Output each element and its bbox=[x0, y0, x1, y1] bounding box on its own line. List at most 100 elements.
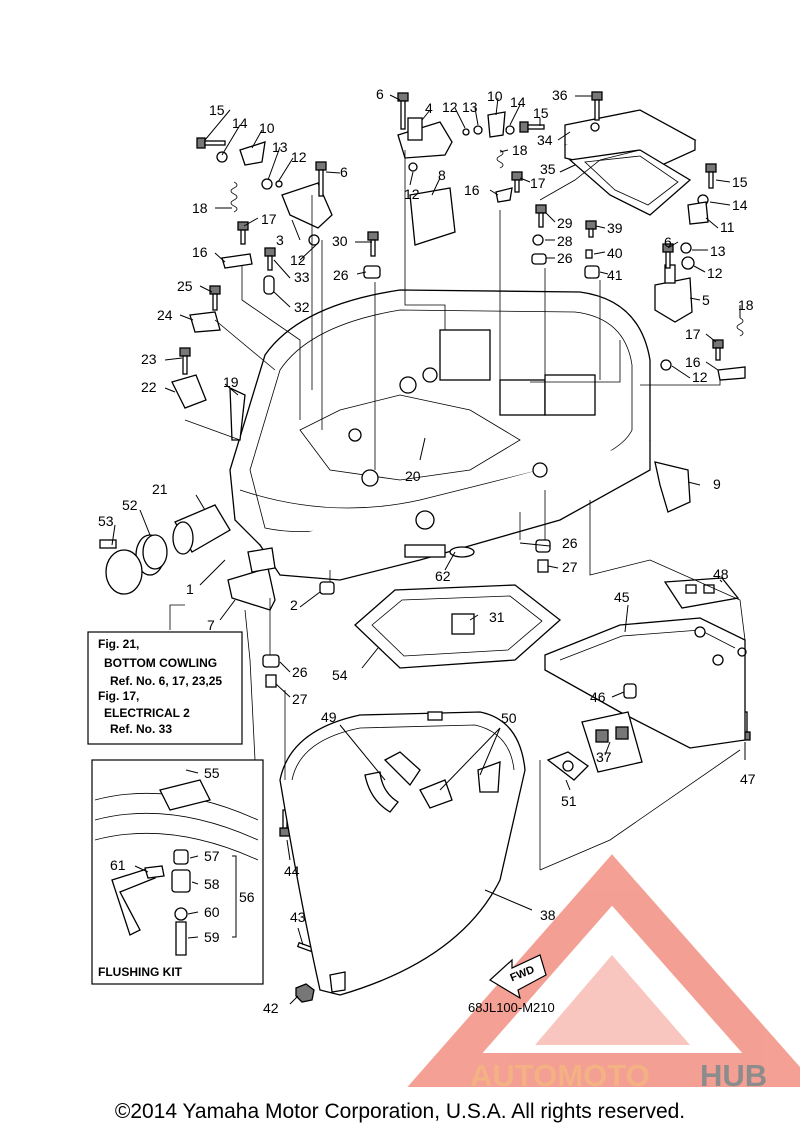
callout-43: 43 bbox=[290, 909, 306, 925]
callout-46: 46 bbox=[590, 689, 606, 705]
callout-33: 33 bbox=[294, 269, 310, 285]
callout-6: 6 bbox=[664, 234, 672, 250]
small-hardware bbox=[171, 111, 746, 688]
cover-7 bbox=[227, 547, 276, 611]
callout-42: 42 bbox=[263, 1000, 279, 1016]
callout-10: 10 bbox=[259, 120, 275, 136]
callout-52: 52 bbox=[122, 497, 138, 513]
callout-3: 3 bbox=[276, 232, 284, 248]
callout-18: 18 bbox=[512, 142, 528, 158]
bottom-cowling bbox=[229, 289, 651, 581]
callout-30: 30 bbox=[332, 233, 348, 249]
callout-58: 58 bbox=[204, 876, 220, 892]
callout-15: 15 bbox=[533, 105, 549, 121]
callout-13: 13 bbox=[272, 139, 288, 155]
callout-16: 16 bbox=[464, 182, 480, 198]
pad-48 bbox=[663, 577, 740, 609]
reference-box bbox=[87, 631, 243, 745]
callout-32: 32 bbox=[294, 299, 310, 315]
ref-line-4: Fig. 17, bbox=[98, 689, 139, 703]
callout-55: 55 bbox=[204, 765, 220, 781]
callout-11: 11 bbox=[720, 219, 735, 235]
callout-56: 56 bbox=[239, 889, 255, 905]
callout-26: 26 bbox=[292, 664, 308, 680]
callout-38: 38 bbox=[540, 907, 556, 923]
callout-22: 22 bbox=[141, 379, 157, 395]
callout-39: 39 bbox=[607, 220, 623, 236]
callout-44: 44 bbox=[284, 863, 300, 879]
watermark-text: AUTOMOTO HUB bbox=[470, 1058, 767, 1093]
callout-62: 62 bbox=[435, 568, 451, 584]
callout-28: 28 bbox=[557, 233, 573, 249]
callout-18: 18 bbox=[738, 297, 754, 313]
callout-40: 40 bbox=[607, 245, 623, 261]
callout-8: 8 bbox=[438, 167, 446, 183]
callout-48: 48 bbox=[713, 566, 729, 582]
watermark-brand-b: HUB bbox=[700, 1058, 767, 1093]
callout-26: 26 bbox=[557, 250, 573, 266]
callout-24: 24 bbox=[157, 307, 173, 323]
callout-29: 29 bbox=[557, 215, 573, 231]
callout-13: 13 bbox=[710, 243, 726, 259]
callout-12: 12 bbox=[707, 265, 723, 281]
callout-7: 7 bbox=[207, 617, 215, 633]
callout-35: 35 bbox=[540, 161, 556, 177]
callout-15: 15 bbox=[732, 174, 748, 190]
grommet-51 bbox=[546, 751, 590, 781]
callout-15: 15 bbox=[209, 102, 225, 118]
callout-50: 50 bbox=[501, 710, 517, 726]
callout-20: 20 bbox=[405, 468, 421, 484]
callout-31: 31 bbox=[489, 609, 505, 625]
callout-12: 12 bbox=[404, 186, 420, 202]
ref-line-6: Ref. No. 33 bbox=[110, 722, 172, 736]
watermark-brand-a: AUTOMOTO bbox=[470, 1058, 650, 1093]
callout-61: 61 bbox=[110, 857, 126, 873]
bracket-45 bbox=[544, 617, 747, 749]
callout-12: 12 bbox=[442, 99, 458, 115]
callout-47: 47 bbox=[740, 771, 756, 787]
plug-46 bbox=[623, 683, 637, 699]
callout-23: 23 bbox=[141, 351, 157, 367]
callout-6: 6 bbox=[340, 164, 348, 180]
callout-59: 59 bbox=[204, 929, 220, 945]
callout-17: 17 bbox=[530, 175, 546, 191]
callout-37: 37 bbox=[596, 749, 612, 765]
callout-34: 34 bbox=[537, 132, 553, 148]
callout-18: 18 bbox=[192, 200, 208, 216]
callout-12: 12 bbox=[692, 369, 708, 385]
callout-26: 26 bbox=[333, 267, 349, 283]
callout-51: 51 bbox=[561, 793, 577, 809]
callout-10: 10 bbox=[487, 88, 503, 104]
callout-27: 27 bbox=[562, 559, 578, 575]
callout-14: 14 bbox=[232, 115, 248, 131]
callout-17: 17 bbox=[685, 326, 701, 342]
fwd-arrow-icon bbox=[488, 954, 547, 1000]
callout-27: 27 bbox=[292, 691, 308, 707]
flushing-kit-box bbox=[91, 759, 264, 985]
callout-5: 5 bbox=[702, 292, 710, 308]
callout-26: 26 bbox=[562, 535, 578, 551]
ref-line-3: Ref. No. 6, 17, 23,25 bbox=[110, 674, 222, 688]
callout-45: 45 bbox=[614, 589, 630, 605]
callout-numbers: 15 14 10 13 12 6 18 17 3 12 16 30 33 26 … bbox=[98, 86, 756, 1016]
ref-line-5: ELECTRICAL 2 bbox=[104, 706, 190, 720]
ref-line-2: BOTTOM COWLING bbox=[104, 656, 217, 670]
callout-13: 13 bbox=[462, 99, 478, 115]
callout-53: 53 bbox=[98, 513, 114, 529]
leader-lines bbox=[111, 94, 746, 1005]
callout-41: 41 bbox=[607, 267, 623, 283]
callout-19: 19 bbox=[223, 374, 239, 390]
callout-16: 16 bbox=[685, 354, 701, 370]
diagram-code: 68JL100-M210 bbox=[468, 1000, 555, 1015]
callout-17: 17 bbox=[261, 211, 277, 227]
cover-8 bbox=[409, 187, 456, 246]
exploded-view: 15 14 10 13 12 6 18 17 3 12 16 30 33 26 … bbox=[87, 86, 800, 1093]
bracket-4 bbox=[397, 117, 453, 159]
gasket-35 bbox=[568, 149, 692, 216]
copyright-notice: ©2014 Yamaha Motor Corporation, U.S.A. A… bbox=[114, 1100, 686, 1123]
callout-54: 54 bbox=[332, 667, 348, 683]
callout-9: 9 bbox=[713, 476, 721, 492]
callout-12: 12 bbox=[291, 149, 307, 165]
damper-37 bbox=[581, 711, 643, 773]
callout-49: 49 bbox=[321, 709, 337, 725]
